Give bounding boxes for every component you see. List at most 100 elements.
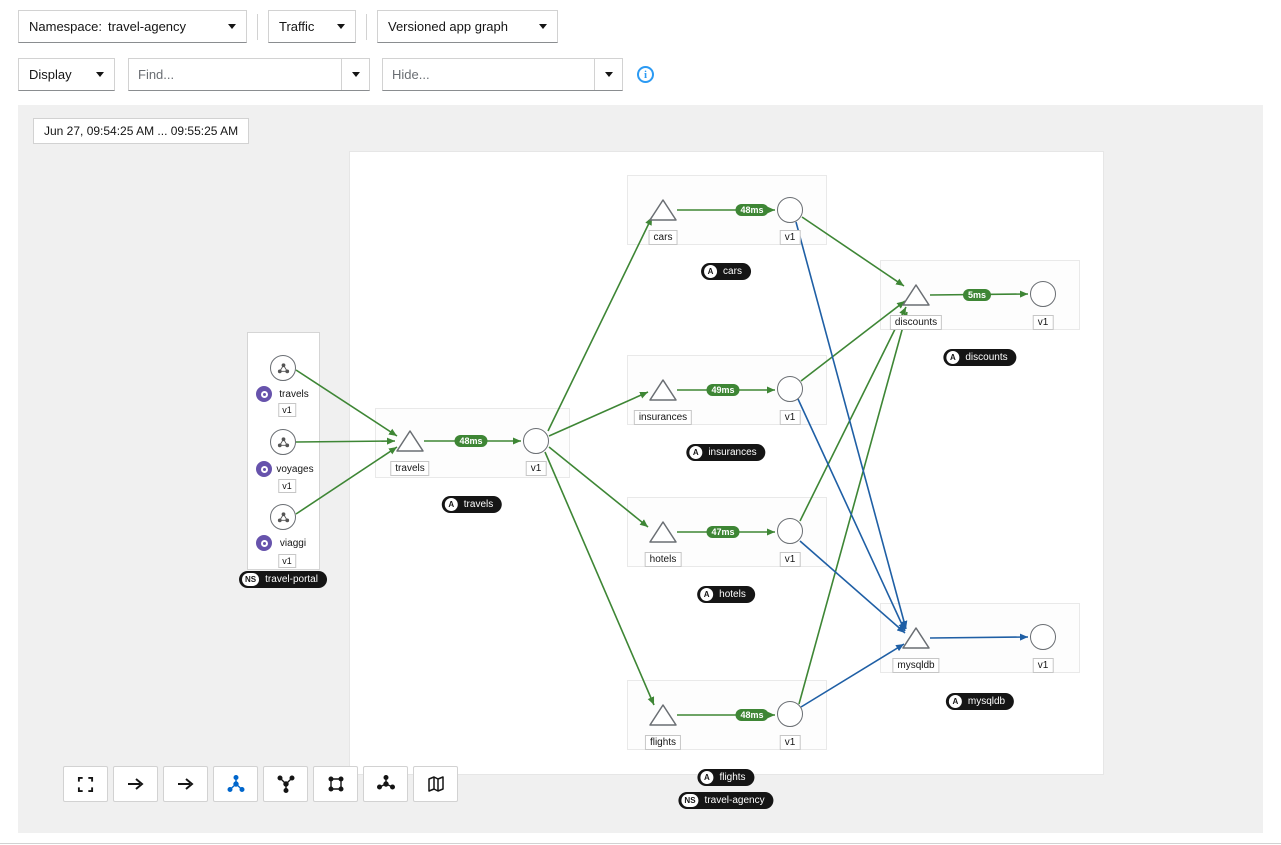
service-node-flights[interactable] bbox=[649, 703, 677, 727]
version-node-hotels-v1[interactable] bbox=[777, 518, 803, 544]
graph-edge[interactable] bbox=[548, 446, 649, 528]
node-label[interactable]: mysqldb bbox=[892, 658, 940, 673]
node-label[interactable]: flights bbox=[644, 735, 682, 750]
page-divider bbox=[0, 843, 1281, 844]
filter-toolbar: Display i bbox=[18, 58, 654, 91]
network-icon bbox=[277, 775, 294, 793]
node-label[interactable]: v1 bbox=[779, 410, 801, 425]
info-icon[interactable]: i bbox=[637, 66, 654, 83]
graph-edge[interactable] bbox=[799, 306, 907, 522]
node-label[interactable]: travels bbox=[390, 461, 430, 476]
workload-badge-icon bbox=[256, 386, 272, 402]
edge-latency-label: 49ms bbox=[706, 384, 740, 396]
version-node-cars-v1[interactable] bbox=[777, 197, 803, 223]
workload-version-label[interactable]: v1 bbox=[278, 479, 296, 493]
arrow-button-1[interactable] bbox=[113, 766, 158, 802]
hide-dropdown-toggle[interactable] bbox=[594, 59, 622, 90]
workload-version-label[interactable]: v1 bbox=[278, 403, 296, 417]
graph-edge[interactable] bbox=[800, 300, 906, 382]
node-label[interactable]: v1 bbox=[779, 735, 801, 750]
graph-edge[interactable] bbox=[795, 221, 908, 630]
graph-edge[interactable] bbox=[800, 643, 905, 708]
node-label[interactable]: v1 bbox=[1032, 315, 1054, 330]
namespace-badge-travel-agency[interactable]: NS travel-agency bbox=[678, 792, 774, 809]
hide-input[interactable] bbox=[383, 59, 594, 90]
traffic-dropdown[interactable]: Traffic bbox=[268, 10, 356, 43]
node-label[interactable]: discounts bbox=[889, 315, 943, 330]
node-label[interactable]: v1 bbox=[779, 230, 801, 245]
service-node-insurances[interactable] bbox=[649, 378, 677, 402]
graph-type-dropdown[interactable]: Versioned app graph bbox=[377, 10, 558, 43]
display-dropdown[interactable]: Display bbox=[18, 58, 115, 91]
version-node-travels-v1[interactable] bbox=[523, 428, 549, 454]
service-node-discounts[interactable] bbox=[902, 283, 930, 307]
service-node-mysqldb[interactable] bbox=[902, 626, 930, 650]
graph-canvas[interactable]: Jun 27, 09:54:25 AM ... 09:55:25 AM trav… bbox=[18, 105, 1263, 833]
graph-type-toolbar: Namespace: travel-agency Traffic Version… bbox=[18, 10, 558, 43]
find-input[interactable] bbox=[129, 59, 341, 90]
workload-label[interactable]: viaggi bbox=[276, 537, 310, 550]
graph-edge[interactable] bbox=[548, 391, 649, 437]
service-node-cars[interactable] bbox=[649, 198, 677, 222]
node-label[interactable]: v1 bbox=[1032, 658, 1054, 673]
layout-4-button[interactable] bbox=[363, 766, 408, 802]
find-field bbox=[128, 58, 370, 91]
version-node-flights-v1[interactable] bbox=[777, 701, 803, 727]
find-dropdown-toggle[interactable] bbox=[341, 59, 369, 90]
layout-2-button[interactable] bbox=[263, 766, 308, 802]
node-label[interactable]: insurances bbox=[633, 410, 693, 425]
ns-badge-icon: NS bbox=[681, 794, 699, 807]
namespace-label: Namespace: bbox=[29, 19, 102, 34]
graph-edge[interactable] bbox=[547, 216, 653, 432]
zoom-to-fit-button[interactable] bbox=[63, 766, 108, 802]
graph-edge[interactable] bbox=[797, 398, 906, 632]
workload-label[interactable]: voyages bbox=[273, 463, 317, 476]
hide-field bbox=[382, 58, 623, 91]
service-node-hotels[interactable] bbox=[649, 520, 677, 544]
namespace-dropdown[interactable]: Namespace: travel-agency bbox=[18, 10, 247, 43]
app-badge-icon: A bbox=[948, 695, 962, 708]
node-label[interactable]: cars bbox=[648, 230, 678, 245]
app-badge-travels[interactable]: A travels bbox=[441, 496, 503, 513]
node-label[interactable]: hotels bbox=[644, 552, 682, 567]
graph-edge[interactable] bbox=[929, 633, 1029, 641]
workload-label[interactable]: travels bbox=[276, 388, 312, 401]
workload-node-viaggi[interactable] bbox=[270, 504, 296, 530]
node-label[interactable]: v1 bbox=[525, 461, 547, 476]
edge-latency-label: 48ms bbox=[735, 709, 769, 721]
app-badge-hotels[interactable]: A hotels bbox=[697, 586, 755, 603]
app-badge-flights[interactable]: A flights bbox=[697, 769, 755, 786]
layout-3-button[interactable] bbox=[313, 766, 358, 802]
graph-edge[interactable] bbox=[295, 437, 396, 445]
network-icon bbox=[376, 775, 395, 790]
app-badge-insurances[interactable]: A insurances bbox=[686, 444, 766, 461]
app-badge-label: flights bbox=[719, 772, 746, 783]
chevron-down-icon bbox=[228, 24, 236, 29]
graph-edge[interactable] bbox=[295, 446, 398, 515]
graph-edge[interactable] bbox=[544, 451, 655, 706]
app-badge-discounts[interactable]: A discounts bbox=[943, 349, 1017, 366]
namespace-badge-travel-portal[interactable]: NS travel-portal bbox=[239, 571, 327, 588]
version-node-mysqldb-v1[interactable] bbox=[1030, 624, 1056, 650]
app-badge-label: travels bbox=[463, 499, 494, 510]
graph-edge[interactable] bbox=[295, 369, 398, 437]
graph-edge[interactable] bbox=[799, 540, 906, 634]
workload-node-travels[interactable] bbox=[270, 355, 296, 381]
version-node-insurances-v1[interactable] bbox=[777, 376, 803, 402]
graph-edge[interactable] bbox=[801, 216, 905, 287]
ns-badge-icon: NS bbox=[242, 573, 260, 586]
graph-edge[interactable] bbox=[798, 311, 909, 705]
app-badge-mysqldb[interactable]: A mysqldb bbox=[945, 693, 1015, 710]
arrow-button-2[interactable] bbox=[163, 766, 208, 802]
workload-node-voyages[interactable] bbox=[270, 429, 296, 455]
service-node-travels[interactable] bbox=[396, 429, 424, 453]
layout-1-button-selected[interactable] bbox=[213, 766, 258, 802]
time-range-badge: Jun 27, 09:54:25 AM ... 09:55:25 AM bbox=[33, 118, 250, 144]
expand-icon bbox=[77, 776, 94, 792]
version-node-discounts-v1[interactable] bbox=[1030, 281, 1056, 307]
legend-button[interactable] bbox=[413, 766, 458, 802]
workload-version-label[interactable]: v1 bbox=[278, 554, 296, 568]
app-badge-icon: A bbox=[444, 498, 458, 511]
node-label[interactable]: v1 bbox=[779, 552, 801, 567]
app-badge-cars[interactable]: A cars bbox=[701, 263, 751, 280]
